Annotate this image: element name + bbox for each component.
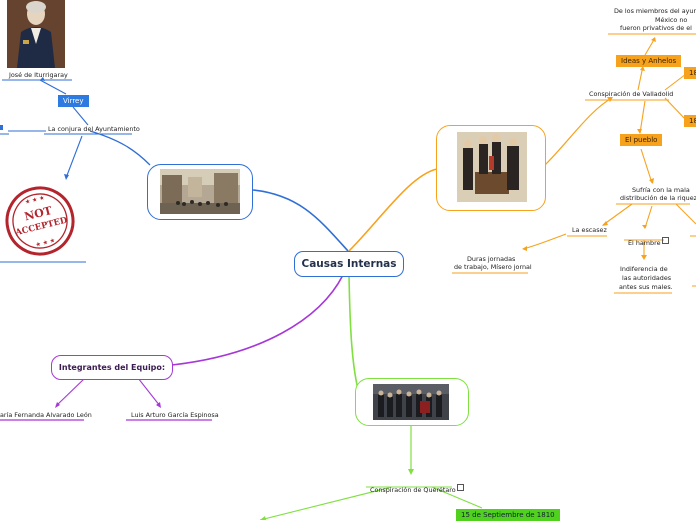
connector-center-to-team [171,274,344,366]
connector-valladolid-to-year1 [664,73,687,91]
not-accepted-stamp-image: NOT ACCEPTED ★ ★ ★ ★ ★ ★ [5,186,75,256]
left-stub-icon [0,125,3,130]
connector-blue-image-to-conjura [89,130,151,166]
indif-line2: las autoridades [622,274,672,282]
arrowhead-valladolid [607,97,613,102]
arrowhead-indif [641,255,647,260]
connector-virrey-to-portrait [39,79,67,95]
arrowhead-left-green [260,516,266,520]
top-note-line1: De los miembros del ayunta [614,7,696,15]
top-note-line3: fueron privativos de el [620,24,692,32]
connector-sufria-to-escasez [602,203,633,226]
team-node[interactable]: Integrantes del Equipo: [51,355,173,380]
arrowhead-portrait [40,77,45,81]
jornadas-line1: Duras jornadas [467,255,516,263]
connector-conjura-to-virrey [72,106,89,126]
queretaro-node[interactable]: Conspiración de Querétaro [370,477,464,496]
connector-valladolid-to-year2 [664,97,687,121]
top-note-line2: México no [655,16,688,24]
indif-line3: antes sus males. [619,283,673,291]
arrowhead-escasez [602,221,608,226]
member-2[interactable]: Luis Arturo García Espinosa [131,411,219,419]
arrowhead-pueblo [637,129,642,134]
svg-text:★ ★ ★: ★ ★ ★ [35,237,56,249]
connector-center-to-blue-image [252,189,349,252]
valladolid-label[interactable]: Conspiración de Valladolid [589,90,674,98]
portrait-caption: José de Iturrigaray [9,71,68,79]
ideas-anhelos-label[interactable]: Ideas y Anhelos [616,55,682,67]
note-icon [661,237,669,244]
sufria-line2: distribución de la riqueza [620,194,696,202]
green-image-node[interactable] [355,378,469,426]
conjura-label[interactable]: La conjura del Ayuntamiento [48,125,140,133]
escasez-label[interactable]: La escasez [572,226,607,234]
member-1[interactable]: aría Fernanda Alvarado León [0,411,92,419]
arrowhead-stamp [64,174,69,180]
arrowhead-hambre [642,225,647,229]
portrait-image [7,0,65,68]
hambre-label: El hambre [628,239,661,247]
meeting-scene-image [457,132,527,202]
indif-line1: Indiferencia de [620,265,668,273]
year-label-2[interactable]: 18 [684,115,696,127]
pueblo-label[interactable]: El pueblo [620,134,663,146]
connector-conjura-to-stamp [65,135,83,179]
arrowhead-top-note [651,37,656,42]
connector-center-to-orange-image [348,168,438,252]
connector-team-to-member2 [137,377,161,407]
svg-text:★ ★ ★: ★ ★ ★ [24,194,45,206]
arrowhead-member2 [156,402,161,408]
connector-pueblo-to-sufria [640,148,653,184]
connector-orange-image-to-valladolid [544,97,613,166]
arrowhead-queretaro [408,469,414,475]
connector-queretaro-to-date [431,486,483,509]
note-icon [456,484,464,491]
connector-valladolid-to-pueblo [639,100,646,134]
hambre-node[interactable]: El hambre [628,230,669,249]
central-topic[interactable]: Causas Internas [294,251,404,277]
year-label-1[interactable]: 18 [684,67,696,79]
queretaro-label: Conspiración de Querétaro [370,486,456,494]
arrowhead-ideas [640,66,645,71]
jornadas-line2: de trabajo, Mísero jornal [454,263,532,271]
connector-team-to-member1 [55,377,86,407]
blue-image-node[interactable] [147,164,253,220]
arrowhead-sufria [649,178,654,184]
arrowhead-jornadas [522,246,527,251]
virrey-label[interactable]: Virrey [58,95,89,107]
assembly-scene-image [373,384,449,420]
date-label[interactable]: 15 de Septiembre de 1810 [456,509,560,521]
connector-sufria-to-right [675,203,696,225]
orange-image-node[interactable] [436,125,546,211]
connector-queretaro-to-left [259,486,393,520]
sufria-line1: Sufría con la mala [632,186,690,194]
arrowhead-member1 [55,402,60,408]
connector-escasez-to-jornadas [522,233,567,250]
connector-sufria-to-hambre [644,205,653,229]
street-scene-image [160,169,240,214]
